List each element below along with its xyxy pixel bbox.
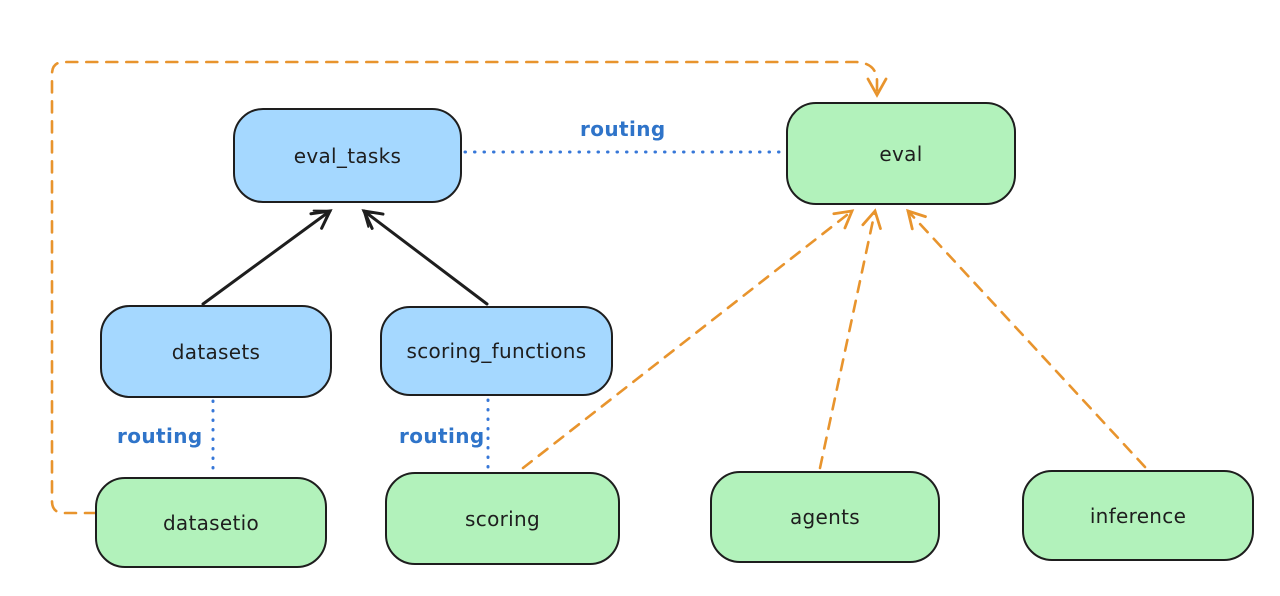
edge-inference-eval-dashed bbox=[906, 208, 1147, 469]
node-scoring-label: scoring bbox=[465, 506, 540, 531]
node-scoring: scoring bbox=[385, 472, 620, 565]
node-scoring-functions-label: scoring_functions bbox=[406, 339, 587, 363]
node-datasets-label: datasets bbox=[171, 339, 261, 364]
routing-label-evaltasks-eval: routing bbox=[580, 117, 666, 141]
node-datasetio: datasetio bbox=[95, 477, 327, 568]
edge-agents-eval-dashed bbox=[818, 208, 882, 470]
node-eval-tasks-label: eval_tasks bbox=[293, 143, 402, 168]
edge-scoringfunctions-evaltasks-arrow bbox=[361, 209, 489, 306]
node-datasets: datasets bbox=[100, 305, 332, 398]
node-eval-tasks: eval_tasks bbox=[233, 108, 462, 203]
node-scoring-functions: scoring_functions bbox=[380, 306, 613, 396]
node-inference: inference bbox=[1022, 470, 1254, 561]
node-datasetio-label: datasetio bbox=[162, 510, 260, 535]
routing-label-datasets-datasetio: routing bbox=[117, 424, 203, 448]
node-inference-label: inference bbox=[1089, 503, 1187, 528]
node-agents: agents bbox=[710, 471, 940, 563]
node-eval-label: eval bbox=[879, 141, 923, 166]
routing-label-scoringfunctions-scoring: routing bbox=[399, 424, 485, 448]
node-eval: eval bbox=[786, 102, 1016, 205]
edge-datasets-evaltasks-arrow bbox=[201, 209, 333, 306]
node-agents-label: agents bbox=[790, 505, 860, 529]
